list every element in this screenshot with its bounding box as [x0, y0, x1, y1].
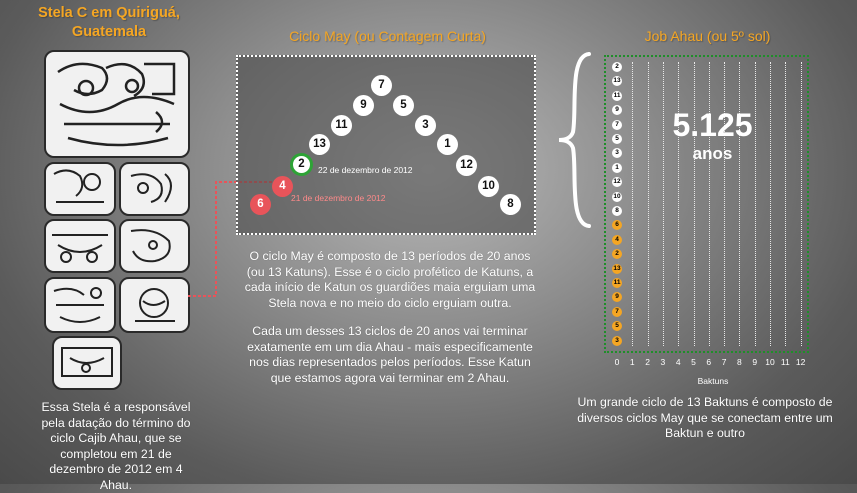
cycle-number-13: 13	[309, 134, 330, 155]
past-date-label: 21 de dezembro de 2012	[291, 193, 386, 203]
baktun-tick-2: 2	[645, 357, 650, 367]
baktun-circle: 13	[612, 76, 622, 87]
baktun-axis-label: Baktuns	[697, 376, 729, 386]
baktun-circle: 3	[612, 335, 622, 346]
stela-caption: Essa Stela é a responsável pela datação …	[41, 400, 191, 492]
baktun-grid-line	[800, 62, 802, 346]
baktun-tick-3: 3	[660, 357, 666, 367]
baktun-tick-9: 9	[752, 357, 758, 367]
baktun-grid-line	[632, 62, 634, 346]
cycle-number-8: 8	[500, 194, 521, 215]
cycle-number-12: 12	[456, 155, 477, 176]
stela-title-line2: Guatemala	[71, 24, 147, 40]
baktun-tick-0: 0	[614, 357, 620, 367]
baktun-circle: 5	[612, 134, 622, 144]
baktun-tick-6: 6	[706, 357, 712, 367]
job-ahau-diagram	[604, 55, 809, 353]
baktun-circle: 9	[612, 105, 622, 116]
stela-glyph-5	[44, 277, 116, 333]
stela-glyph-4	[119, 219, 190, 273]
baktun-grid-line	[662, 62, 664, 346]
cycle-number-2: 2	[290, 153, 313, 176]
baktun-circle: 11	[612, 90, 622, 101]
stela-glyph-6	[119, 277, 190, 333]
baktun-circle: 9	[612, 292, 622, 303]
baktun-tick-4: 4	[675, 357, 681, 367]
baktun-tick-7: 7	[721, 357, 727, 367]
baktun-circle: 13	[612, 263, 622, 274]
baktun-circle: 11	[612, 278, 622, 288]
stela-glyph-1	[44, 162, 116, 216]
baktun-grid-line	[739, 62, 741, 346]
baktun-tick-11: 11	[780, 357, 790, 367]
baktun-circle: 12	[612, 177, 622, 188]
ciclo-may-paragraph-2: Cada um desses 13 ciclos de 20 anos vai …	[247, 324, 533, 385]
baktun-tick-12: 12	[795, 357, 806, 367]
baktun-circle: 3	[612, 148, 622, 159]
baktun-circle: 7	[612, 306, 622, 317]
stela-glyph-3	[44, 219, 116, 273]
big-number: 5.125	[672, 107, 753, 143]
cycle-number-6: 6	[250, 194, 271, 215]
baktun-circle: 5	[612, 321, 622, 332]
baktun-tick-10: 10	[765, 357, 775, 367]
baktun-grid-line	[693, 62, 695, 346]
baktun-circle: 4	[612, 234, 622, 245]
stela-main-glyph	[44, 50, 190, 158]
ciclo-may-paragraph-1: O ciclo May é composto de 13 períodos de…	[244, 249, 536, 310]
stela-glyph-7	[52, 336, 122, 390]
cycle-number-5: 5	[393, 95, 414, 116]
baktun-tick-8: 8	[737, 357, 742, 367]
baktun-grid-line	[708, 62, 710, 346]
baktun-circle: 1	[612, 162, 622, 173]
baktun-grid-line	[754, 62, 756, 346]
baktun-circle: 6	[612, 220, 622, 231]
cycle-number-1: 1	[437, 134, 458, 155]
current-date-label: 22 de dezembro de 2012	[318, 165, 413, 175]
ciclo-may-title: Ciclo May (ou Contagem Curta)	[289, 28, 486, 44]
job-ahau-caption: Um grande ciclo de 13 Baktuns é composto…	[577, 395, 833, 440]
baktun-circle: 10	[612, 191, 622, 202]
cycle-number-10: 10	[478, 176, 499, 197]
baktun-tick-1: 1	[629, 357, 635, 367]
baktun-grid-line	[724, 62, 726, 346]
brace-icon	[558, 52, 591, 228]
baktun-circle: 7	[612, 119, 622, 130]
stela-glyph-2	[119, 162, 190, 216]
baktun-circle: 2	[612, 62, 622, 72]
cycle-number-4: 4	[272, 176, 293, 197]
stela-title-line1: Stela C em Quiriguá,	[38, 5, 180, 21]
cycle-number-3: 3	[415, 115, 436, 136]
stela-title: Stela C em Quiriguá, Guatemala	[20, 4, 198, 42]
baktun-grid-line	[678, 62, 680, 346]
job-ahau-title: Job Ahau (ou 5º sol)	[644, 28, 771, 44]
baktun-circle: 8	[612, 206, 622, 216]
big-unit: anos	[692, 144, 733, 163]
baktun-grid-line	[770, 62, 771, 346]
baktun-tick-5: 5	[691, 357, 696, 367]
baktun-circle: 2	[612, 249, 622, 260]
cycle-number-11: 11	[331, 115, 352, 136]
baktun-grid-line	[647, 62, 649, 346]
cycle-number-7: 7	[371, 75, 392, 96]
cycle-number-9: 9	[353, 95, 374, 116]
baktun-grid-line	[785, 62, 787, 346]
